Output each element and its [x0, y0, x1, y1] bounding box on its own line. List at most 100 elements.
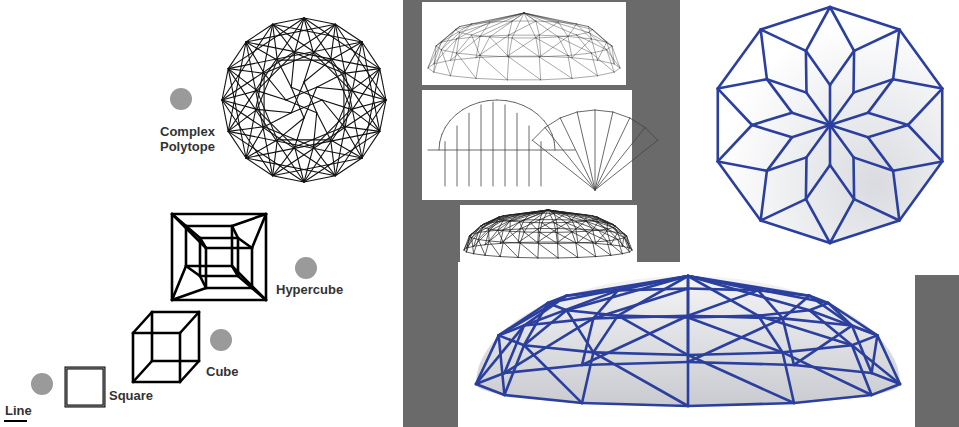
polytope-edge — [222, 100, 228, 131]
dome-strut — [614, 68, 620, 72]
dome-strut — [541, 56, 572, 57]
dome-strut — [577, 35, 607, 50]
dome-strut — [538, 242, 558, 243]
polytope-edge — [304, 60, 331, 82]
dome-strut — [612, 46, 614, 64]
dome-strut — [607, 239, 618, 240]
polytope-strut — [806, 51, 830, 85]
dome-strut — [572, 214, 577, 220]
hypercube-edge — [232, 266, 266, 300]
blue-dome — [476, 276, 900, 406]
polytope-strut — [761, 7, 830, 30]
dome-strut — [540, 213, 554, 219]
dome-strut — [622, 234, 624, 246]
dome-strut — [538, 257, 558, 258]
dome-strut — [597, 217, 613, 225]
dome-strut — [576, 228, 593, 230]
polytope-edge — [222, 100, 257, 109]
dome-strut — [512, 13, 524, 21]
dome-strut — [809, 296, 828, 303]
dome-strut — [557, 220, 571, 229]
dome-strut — [539, 220, 540, 229]
polytope-edge — [286, 87, 317, 100]
dome-strut — [572, 39, 591, 58]
dome-strut — [554, 222, 566, 223]
polytope-edge — [246, 24, 335, 42]
polytope-strut — [868, 113, 908, 125]
sketch-frame — [422, 2, 626, 85]
dome-strut — [624, 234, 626, 236]
dome-strut — [577, 24, 592, 39]
hypercube-edge — [172, 214, 206, 248]
dome-strut — [434, 72, 451, 76]
hypercube-edge — [200, 238, 206, 248]
polytope-strut — [868, 125, 908, 137]
polytope-edge — [343, 73, 344, 126]
polytope-strut — [908, 89, 942, 125]
shape-label: Square — [109, 388, 153, 403]
dome-strut — [538, 229, 558, 242]
dome-strut — [520, 220, 540, 229]
dome-strut — [591, 50, 606, 53]
dome-strut — [576, 221, 586, 229]
dome-strut — [624, 234, 629, 248]
dome-strut — [578, 256, 596, 258]
dome-strut — [466, 252, 473, 254]
hypercube-edge — [172, 213, 266, 216]
sketch-line — [439, 142, 441, 150]
dome-strut — [630, 250, 632, 252]
dome-strut — [509, 57, 541, 80]
dome-strut — [828, 303, 852, 326]
dome-strut — [618, 276, 688, 290]
dome-strut — [524, 222, 530, 231]
sketch-line — [515, 102, 523, 105]
dome-strut — [576, 229, 578, 243]
grey-dot — [210, 329, 232, 351]
dome-strut — [457, 32, 460, 53]
dome-strut — [558, 22, 568, 36]
hypercube-edge — [252, 214, 266, 248]
grey-dot — [31, 373, 53, 395]
polytope-strut — [868, 79, 893, 112]
cube-edge — [180, 361, 199, 382]
dome-strut — [480, 37, 490, 56]
dome-strut — [474, 239, 479, 253]
sketch-frame — [460, 205, 637, 262]
dome-strut — [688, 276, 809, 296]
dome-strut — [476, 35, 509, 57]
polytope-strut — [893, 161, 942, 170]
dome-strut — [500, 256, 518, 258]
dome-strut — [687, 316, 690, 362]
dome-strut — [557, 243, 577, 257]
polytope-strut — [767, 79, 807, 92]
polytope-edge — [273, 24, 362, 42]
sketch-line — [456, 110, 463, 115]
hypercube-edge — [171, 214, 174, 300]
dome-strut — [758, 310, 809, 315]
dome-strut — [539, 243, 558, 244]
hypercube-edge — [231, 226, 234, 266]
dome-strut — [556, 219, 572, 220]
dome-strut — [618, 276, 688, 316]
polytope-edge — [322, 100, 344, 127]
hypercube-edge — [252, 288, 266, 300]
dome-strut — [476, 36, 480, 57]
dome-strut — [518, 257, 538, 258]
polytope-strut — [806, 165, 830, 199]
polytope-strut — [718, 89, 752, 125]
dome-strut — [536, 21, 539, 35]
polytope-edge — [331, 60, 351, 109]
polytope-strut — [761, 199, 806, 220]
polytope-edge — [264, 73, 265, 126]
dome-strut — [507, 79, 540, 80]
dark-panel — [403, 262, 458, 427]
dome-strut — [478, 239, 485, 255]
sketch-line — [577, 110, 595, 112]
polytope-strut — [893, 30, 899, 80]
polytope-strut — [761, 30, 767, 80]
dome-strut — [872, 335, 878, 373]
square-shape — [66, 368, 104, 406]
polytope-edge — [228, 69, 246, 158]
cube-edge — [133, 312, 152, 333]
sketch-line — [445, 121, 450, 128]
